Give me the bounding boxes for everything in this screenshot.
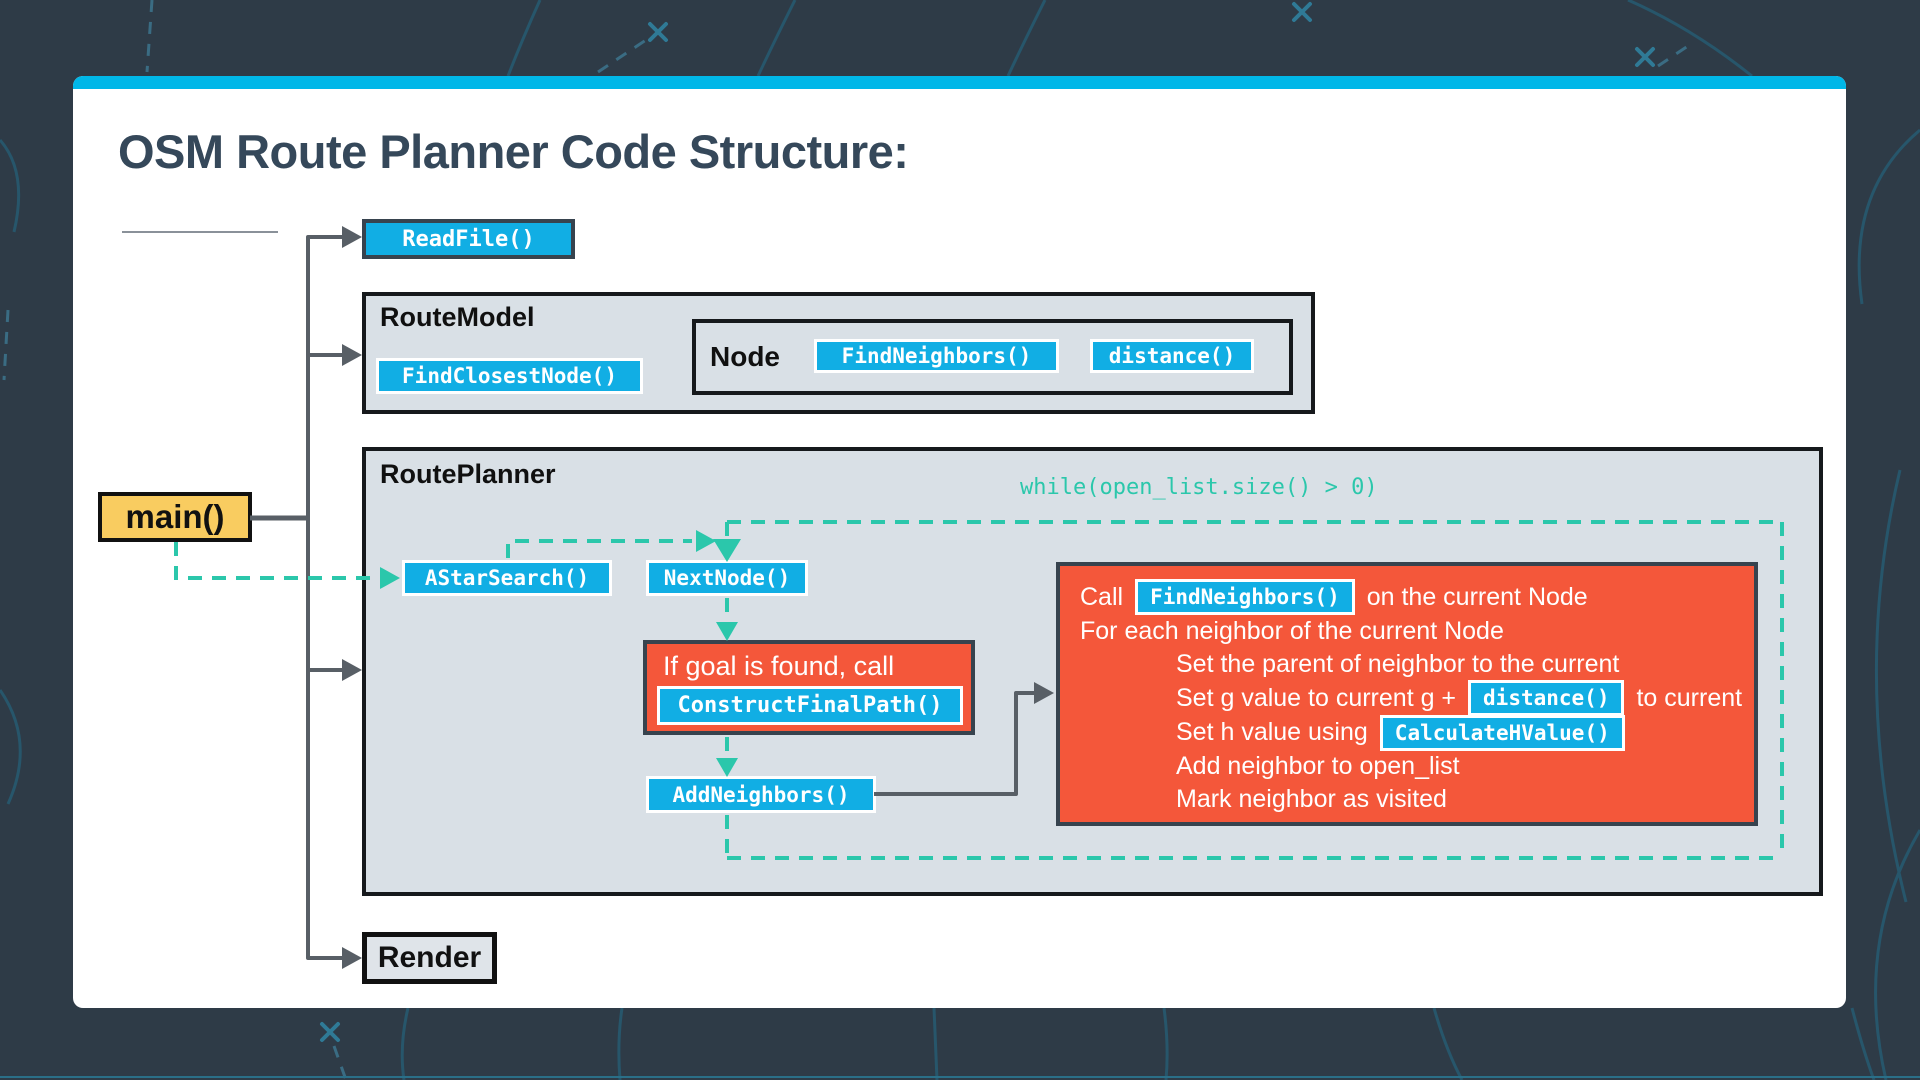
step-text: Add neighbor to open_list [1176, 752, 1460, 781]
step-text: Set g value to current g + [1176, 683, 1457, 712]
readfile-function-box: ReadFile() [362, 219, 575, 259]
distance-function-box: distance() [1090, 339, 1254, 373]
node-class-box: Node FindNeighbors() distance() [692, 319, 1293, 395]
neighbor-steps-box: Call FindNeighbors() on the current Node… [1056, 562, 1758, 826]
step-item: Set the parent of neighbor to the curren… [1080, 648, 1744, 681]
if-goal-found-box: If goal is found, call ConstructFinalPat… [643, 640, 975, 735]
findclosestnode-label: FindClosestNode() [402, 364, 617, 388]
addneighbors-function-box: AddNeighbors() [646, 776, 876, 813]
distance-label: distance() [1108, 344, 1236, 368]
main-function-label: main() [125, 498, 225, 535]
render-class-box: Render [362, 932, 497, 984]
card-accent-bar [73, 76, 1846, 89]
main-function-box: main() [98, 492, 252, 542]
while-loop-label: while(open_list.size() > 0) [1020, 475, 1378, 500]
nextnode-label: NextNode() [663, 566, 791, 590]
step-item: Set h value using CalculateHValue() [1080, 714, 1744, 751]
findclosestnode-function-box: FindClosestNode() [376, 358, 643, 394]
step-text: Set h value using [1176, 718, 1368, 747]
node-label: Node [710, 341, 780, 372]
step-item: For each neighbor of the current Node [1080, 615, 1744, 648]
constructfinalpath-label: ConstructFinalPath() [677, 693, 943, 718]
findneighbors-function-box: FindNeighbors() [814, 339, 1059, 373]
decorative-line [122, 231, 278, 233]
routemodel-class-box: RouteModel FindClosestNode() Node FindNe… [362, 292, 1315, 414]
astarsearch-function-box: AStarSearch() [402, 560, 612, 596]
step-item: Set g value to current g + distance() to… [1080, 680, 1744, 717]
routeplanner-label: RoutePlanner [380, 459, 556, 489]
step-text: Call [1080, 582, 1124, 611]
page-title: OSM Route Planner Code Structure: [118, 125, 909, 178]
step-text: on the current Node [1366, 582, 1588, 611]
step-text: Set the parent of neighbor to the curren… [1176, 649, 1620, 678]
step-item: Call FindNeighbors() on the current Node [1080, 579, 1744, 616]
step-text: Mark neighbor as visited [1176, 785, 1447, 814]
constructfinalpath-function-box: ConstructFinalPath() [657, 686, 963, 725]
render-label: Render [377, 941, 482, 974]
addneighbors-label: AddNeighbors() [672, 782, 850, 807]
step-code: FindNeighbors() [1135, 579, 1355, 616]
readfile-label: ReadFile() [402, 226, 535, 252]
step-code: distance() [1468, 680, 1625, 717]
step-code: CalculateHValue() [1379, 714, 1625, 751]
step-item: Add neighbor to open_list [1080, 750, 1744, 783]
astarsearch-label: AStarSearch() [424, 566, 590, 590]
nextnode-function-box: NextNode() [646, 560, 808, 596]
step-text: to current [1636, 683, 1743, 712]
step-text: For each neighbor of the current Node [1080, 616, 1504, 645]
routemodel-label: RouteModel [380, 302, 535, 332]
if-goal-text: If goal is found, call [663, 651, 895, 681]
step-item: Mark neighbor as visited [1080, 783, 1744, 816]
findneighbors-label: FindNeighbors() [841, 344, 1032, 368]
